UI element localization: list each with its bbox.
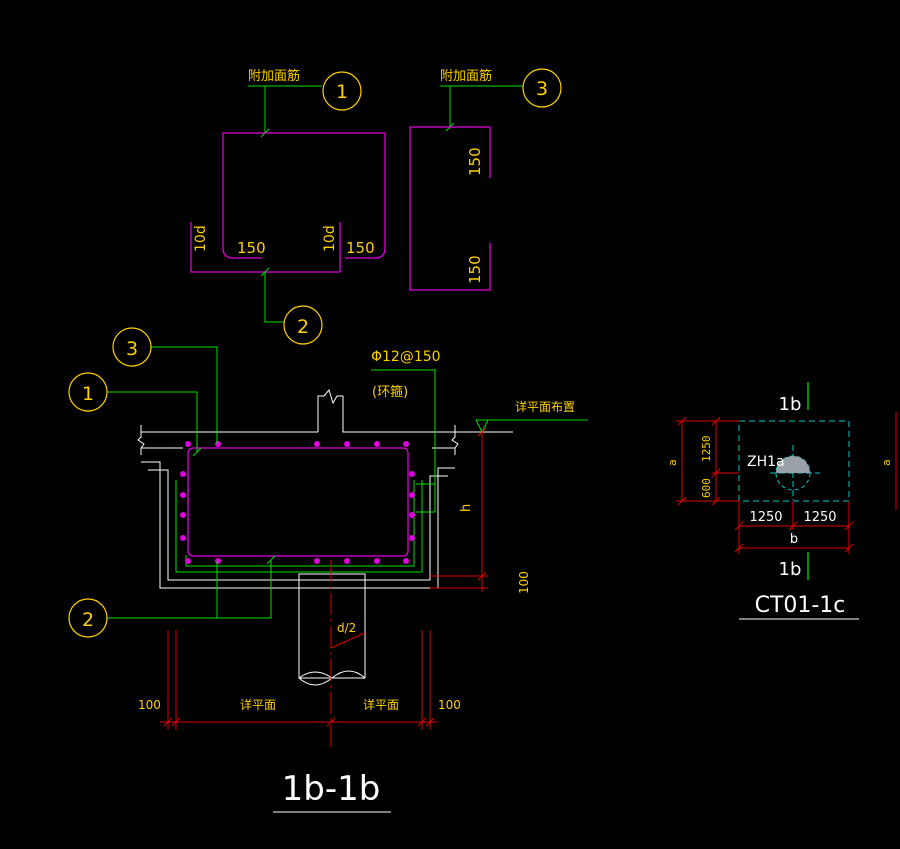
callout-circle-3	[112, 327, 152, 367]
dim-1250-left: 1250	[749, 510, 782, 525]
callout-circle-2	[283, 305, 323, 345]
pile-quadrant	[776, 456, 793, 473]
cap-outline-inner	[148, 469, 448, 581]
dim-b: b	[790, 532, 798, 547]
rebar-3-shape	[409, 126, 491, 291]
pile-label: ZH1a	[747, 454, 785, 470]
section-title: 1b-1b	[282, 769, 381, 809]
break-mark-right	[451, 425, 459, 455]
dim-ticks	[734, 521, 854, 553]
dim-100-right: 100	[517, 571, 531, 594]
dim-1250-right: 1250	[803, 510, 836, 525]
bottom-rebar-2	[175, 480, 423, 573]
callout-number-1: 1	[82, 383, 94, 405]
leader-line	[264, 272, 284, 323]
dim-10d-right: 10d	[322, 225, 338, 252]
additional-bar-label-3: 附加面筋	[440, 68, 492, 84]
dim-tick	[477, 571, 487, 581]
leader-line	[217, 560, 272, 619]
dim-10d-left: 10d	[193, 225, 209, 252]
dim-150-bottom: 150	[466, 255, 484, 284]
dim-100-bottom-right: 100	[438, 698, 461, 712]
cap-outline-plan	[738, 420, 850, 502]
stirrup-spec: Φ12@150	[371, 349, 441, 365]
dim-150-right: 150	[346, 239, 375, 257]
callout-circle-2	[68, 598, 108, 638]
dim-100-left: 100	[138, 698, 161, 712]
rebar-1-hook	[222, 247, 262, 259]
top-level-note: 详平面布置	[515, 399, 575, 414]
leader-line	[371, 369, 436, 512]
leader-line	[151, 346, 218, 444]
detail-rebar-3: 附加面筋 3 150 150	[409, 68, 562, 291]
detail-rebar-1-2: 附加面筋 1 10d 10d 150 150 2	[190, 68, 386, 345]
leader-line	[107, 391, 198, 452]
dim-d2: d/2	[337, 621, 356, 635]
dim-150-top: 150	[466, 147, 484, 176]
side-rebar	[185, 480, 415, 567]
additional-bar-label-1: 附加面筋	[248, 68, 300, 84]
callout-circle-1	[322, 71, 362, 111]
leader-line	[107, 561, 218, 619]
callout-number-2: 2	[297, 316, 309, 338]
leader-tick	[260, 267, 270, 277]
dim-ticks	[677, 416, 721, 506]
dim-1250-vertical: 1250	[700, 436, 713, 463]
section-mark-bottom: 1b	[779, 559, 802, 580]
callout-number-2: 2	[82, 609, 94, 631]
dim-h: h	[459, 504, 474, 512]
callout-circle-1	[68, 372, 108, 412]
dim-150-left: 150	[237, 239, 266, 257]
dim-detail-left: 详平面	[240, 697, 276, 712]
dim-600-vertical: 600	[700, 478, 713, 498]
leader-tick	[266, 555, 276, 565]
rebar-1-shape	[222, 132, 386, 259]
break-mark-left	[137, 425, 145, 455]
pile-break	[298, 671, 333, 679]
dim-ticks	[163, 717, 435, 727]
dim-detail-right: 详平面	[363, 697, 399, 712]
plan-ct01: 1b 1b ZH1a a 1250 600 a	[666, 382, 897, 620]
pile-quadrant	[793, 456, 810, 473]
rebar-dots	[180, 441, 415, 564]
dim-line-d2	[330, 632, 366, 649]
dim-a-left: a	[666, 459, 679, 466]
section-1b: 3 1 2 Φ12@150 (环箍) 详平面布置 h 100 d/2	[68, 327, 588, 813]
callout-number-3: 3	[536, 78, 548, 100]
break-line	[317, 388, 513, 433]
stirrup-note: (环箍)	[372, 384, 408, 400]
leader-tick	[192, 447, 202, 457]
dim-a-right: a	[880, 459, 893, 466]
callout-number-1: 1	[336, 81, 348, 103]
plan-title: CT01-1c	[755, 593, 846, 618]
callout-circle-3	[522, 68, 562, 108]
callout-number-3: 3	[126, 338, 138, 360]
section-mark-top: 1b	[779, 394, 802, 415]
level-symbol	[475, 419, 489, 434]
dim-tick	[477, 427, 487, 437]
stirrup-ring	[187, 447, 409, 557]
